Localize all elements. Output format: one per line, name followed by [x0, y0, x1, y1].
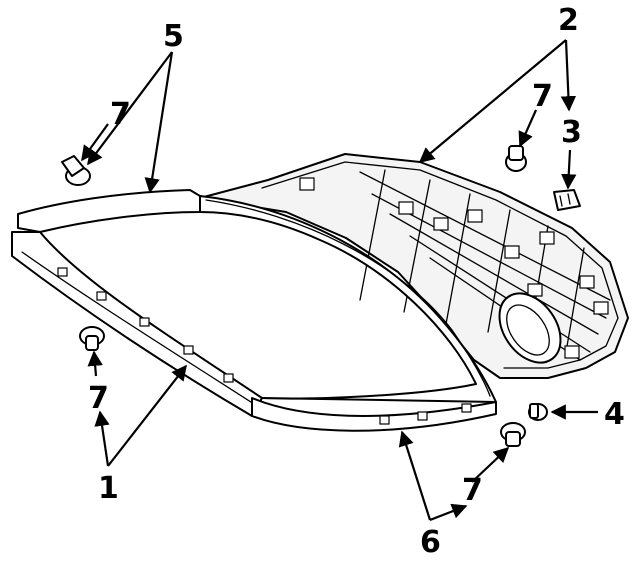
- retainer-clip: [553, 189, 581, 211]
- callout-5: 5: [163, 19, 184, 54]
- push-clip-bottom: [500, 422, 526, 447]
- callout-6: 6: [420, 525, 441, 560]
- callout-7-upper-left: 7: [110, 97, 131, 132]
- push-clip-upper-left: [61, 155, 91, 186]
- trim-panel: [199, 153, 629, 379]
- leader-lines: [81, 39, 598, 522]
- callout-3: 3: [561, 115, 582, 150]
- center-sweep-trim: [199, 195, 497, 403]
- callout-2: 2: [558, 3, 579, 38]
- callout-7-left: 7: [88, 381, 109, 416]
- lower-right-molding: [251, 397, 497, 432]
- callout-1: 1: [98, 471, 119, 506]
- lower-left-molding: [11, 231, 263, 417]
- grommet: [528, 403, 548, 421]
- push-clip-left: [79, 326, 105, 351]
- callout-4: 4: [604, 397, 625, 432]
- push-clip-top-right: [505, 145, 527, 172]
- callout-7-bottom: 7: [462, 473, 483, 508]
- callout-7-top-right: 7: [532, 79, 553, 114]
